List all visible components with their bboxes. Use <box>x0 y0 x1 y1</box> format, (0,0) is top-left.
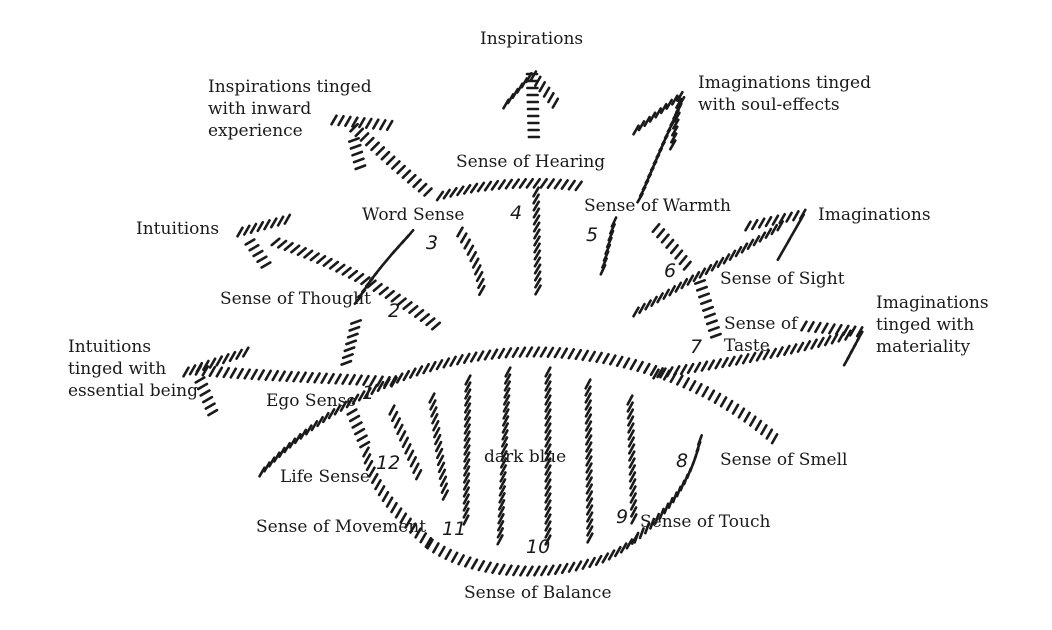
dark-blue-column-5 <box>544 366 552 546</box>
lens-right-edge <box>633 434 703 544</box>
label-ego-sense: Ego Sense <box>266 391 357 411</box>
inward-arrow-head-2 <box>348 137 367 171</box>
inward-arrow-shaft <box>349 122 433 197</box>
number-2: 2 <box>388 300 401 322</box>
ego-stroke <box>346 408 371 449</box>
label-dark-blue: dark blue <box>484 447 567 467</box>
sight-stroke <box>651 222 692 271</box>
number-3: 3 <box>426 232 439 254</box>
imaginations-arrow-head <box>744 208 807 262</box>
label-sense-of-warmth: Sense of Warmth <box>584 196 731 216</box>
number-6: 6 <box>664 260 677 282</box>
number-4: 4 <box>510 202 523 224</box>
label-sense-of-balance: Sense of Balance <box>464 583 612 603</box>
materiality-arrow-shaft <box>652 329 852 380</box>
essential-arrow-shaft <box>194 364 398 388</box>
label-sense-of-taste: Sense of Taste <box>724 314 798 356</box>
intuitions-arrow-shaft <box>270 237 442 331</box>
number-9: 9 <box>616 506 629 528</box>
number-11: 11 <box>442 518 467 540</box>
lens-bottom-arc <box>426 533 639 577</box>
label-imaginations: Imaginations <box>818 205 931 225</box>
dark-blue-column-7 <box>626 394 638 525</box>
lens-left-edge <box>362 446 433 549</box>
center-vertical <box>532 186 542 296</box>
dark-blue-column-6 <box>584 378 594 544</box>
label-word-sense: Word Sense <box>362 205 465 225</box>
taste-stroke <box>694 279 722 339</box>
label-inspirations: Inspirations <box>480 29 584 49</box>
label-sense-of-touch: Sense of Touch <box>640 512 771 532</box>
materiality-arrow-head <box>800 320 864 367</box>
dark-blue-column-2 <box>428 392 449 501</box>
label-sense-of-thought: Sense of Thought <box>220 289 371 309</box>
label-sense-of-sight: Sense of Sight <box>720 269 845 289</box>
dark-blue-column-3 <box>462 374 472 526</box>
intuitions-arrow-head-2 <box>244 238 272 269</box>
label-imaginations-tinged-materiality: Imaginations tinged with materiality <box>876 293 989 357</box>
imaginations-arrow-shaft <box>632 220 784 318</box>
label-sense-of-movement: Sense of Movement <box>256 517 427 537</box>
number-1: 1 <box>362 382 375 404</box>
number-10: 10 <box>526 536 551 558</box>
dark-blue-column-1 <box>388 404 423 481</box>
warmth-stroke <box>599 216 618 276</box>
essential-arrow-head-2 <box>194 376 219 417</box>
essential-arrow-head <box>182 346 250 378</box>
number-12: 12 <box>376 452 401 474</box>
intuitions-arrow-head <box>236 213 292 238</box>
label-sense-of-hearing: Sense of Hearing <box>456 152 606 172</box>
number-5: 5 <box>586 224 599 246</box>
label-intuitions: Intuitions <box>136 219 220 239</box>
dark-blue-column-4 <box>496 366 512 546</box>
label-life-sense: Life Sense <box>280 467 370 487</box>
label-sense-of-smell: Sense of Smell <box>720 450 848 470</box>
number-8: 8 <box>676 450 689 472</box>
label-inspirations-tinged: Inspirations tinged with inward experien… <box>208 77 372 141</box>
label-imaginations-tinged-soul: Imaginations tinged with soul-effects <box>698 73 871 115</box>
thought-stroke-2 <box>340 319 362 366</box>
word-sense-stroke <box>456 226 486 297</box>
inward-arrow-head <box>330 114 394 131</box>
label-intuitions-tinged: Intuitions tinged with essential being <box>68 337 198 401</box>
upper-arc <box>435 177 583 202</box>
thought-stroke <box>353 228 415 305</box>
number-7: 7 <box>690 336 703 358</box>
soul-arrow-head <box>632 90 684 151</box>
inspirations-arrow-head <box>502 70 560 110</box>
